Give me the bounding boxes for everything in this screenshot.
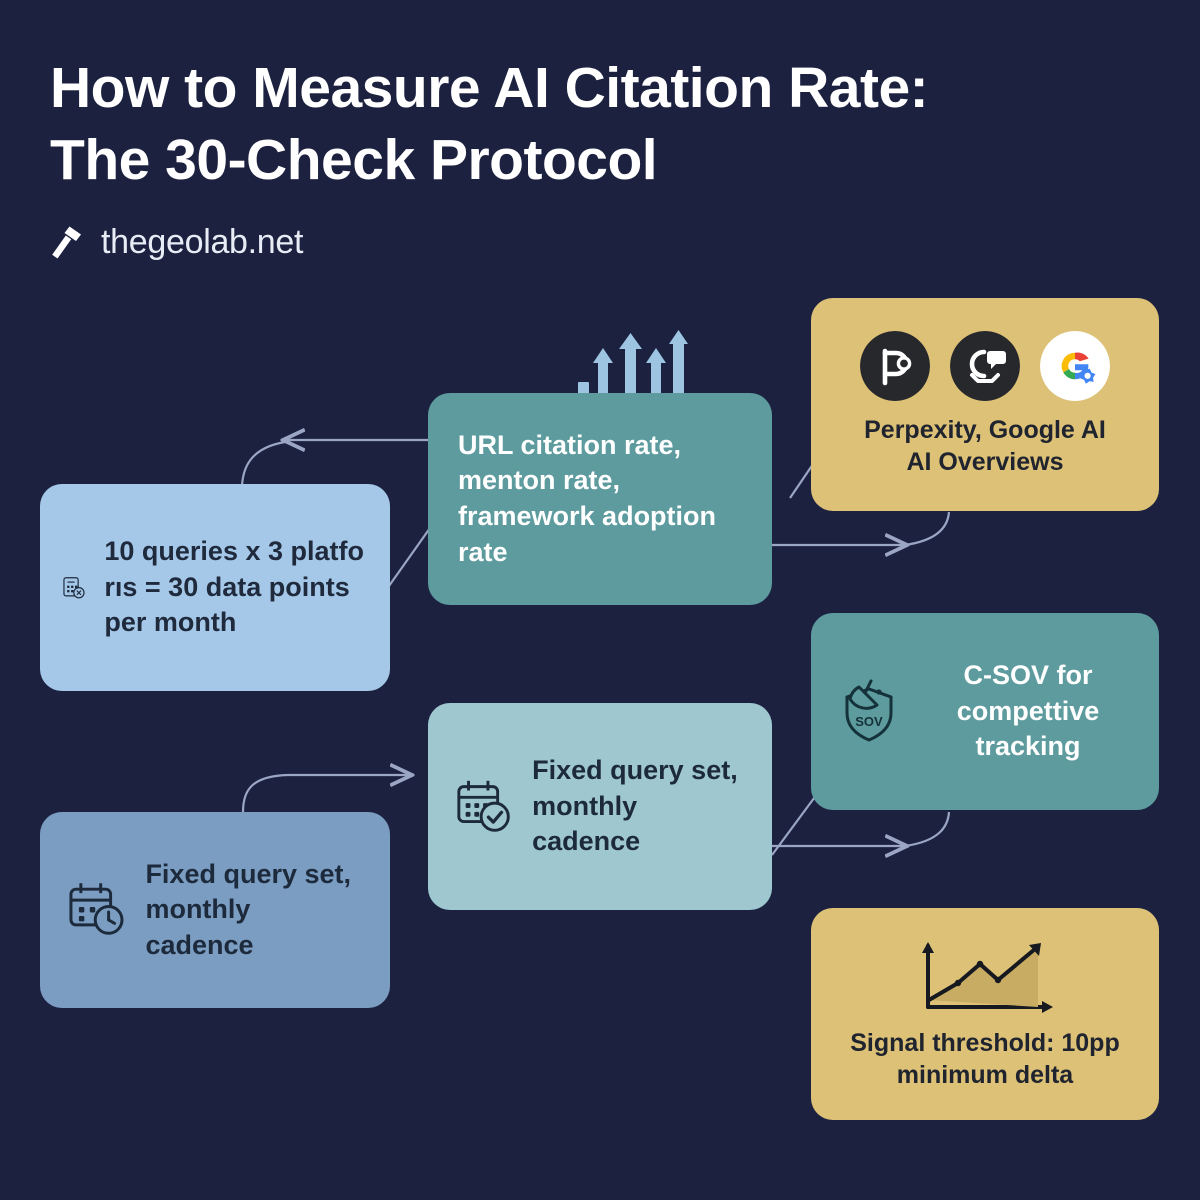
calendar-clock-icon [69,883,124,935]
node-queries[interactable]: 10 queries x 3 platfo rıs = 30 data poin… [40,484,390,691]
rising-arrows-icon [578,330,688,395]
node-csov[interactable]: SOV C-SOV for compettive tracking [811,613,1159,810]
node-platforms-caption: Perpexity, Google AI AI Overviews [864,415,1106,478]
hammer-icon [52,226,81,259]
google-gemini-icon [1040,331,1110,401]
page-title-line-1: How to Measure AI Citation Rate: [50,56,929,120]
node-cadence-left[interactable]: Fixed query set, monthly cadence [40,812,390,1008]
page-title: How to Measure AI Citation Rate: The 30-… [50,52,950,197]
sov-icon-label: SOV [855,714,883,729]
node-platforms-line-2: AI Overviews [906,447,1064,476]
node-metrics-text: URL citation rate, menton rate, framewor… [458,428,716,571]
calculator-x-icon [63,576,85,598]
node-cadence-left-line-2: monthly cadence [145,894,254,960]
perplexity-icon [860,331,930,401]
node-queries-line-1: 10 queries x 3 platfo [104,536,364,567]
node-queries-text: 10 queries x 3 platfo rıs = 30 data poin… [104,534,364,641]
platform-icon-row [860,331,1110,401]
calendar-check-icon [457,780,510,832]
node-metrics-line-1: URL citation rate, [458,429,682,460]
node-platforms[interactable]: Perpexity, Google AI AI Overviews [811,298,1159,511]
node-csov-line-1: C-SOV for [963,660,1093,691]
node-cadence-mid-line-2: monthly cadence [532,790,641,857]
node-signal-line-2: minimum delta [896,1061,1074,1089]
page-title-line-2: The 30-Check Protocol [50,128,658,193]
node-signal-caption: Signal threshold: 10pp minimum delta [850,1027,1119,1092]
node-metrics-line-3: framework adoption [458,501,717,531]
node-cadence-left-line-1: Fixed query set, [145,858,352,889]
node-queries-line-3: per month [104,607,237,638]
brand-name: thegeolab.net [101,222,304,261]
node-signal[interactable]: Signal threshold: 10pp minimum delta [811,908,1159,1120]
node-platforms-line-1: Perpexity, Google AI [864,416,1106,444]
node-csov-text: C-SOV for compettive tracking [923,658,1133,765]
node-cadence-mid[interactable]: Fixed query set, monthly cadence [428,703,772,910]
shield-satellite-sov-icon: SOV [845,679,893,742]
area-chart-up-icon [922,941,1053,1013]
node-cadence-mid-text: Fixed query set, monthly cadence [532,753,746,860]
node-cadence-mid-line-1: Fixed query set, [532,755,738,786]
node-metrics[interactable]: URL citation rate, menton rate, framewor… [428,393,772,605]
claude-chat-icon [950,331,1020,401]
node-queries-line-2: rıs = 30 data points [104,571,350,602]
node-csov-line-2: compettive tracking [956,695,1100,762]
node-signal-line-1: Signal threshold: 10pp [850,1028,1120,1057]
node-metrics-line-2: menton rate, [458,465,621,496]
brand-logo: thegeolab.net [47,222,303,262]
node-metrics-line-4: rate [458,536,508,567]
node-cadence-left-text: Fixed query set, monthly cadence [145,857,364,964]
